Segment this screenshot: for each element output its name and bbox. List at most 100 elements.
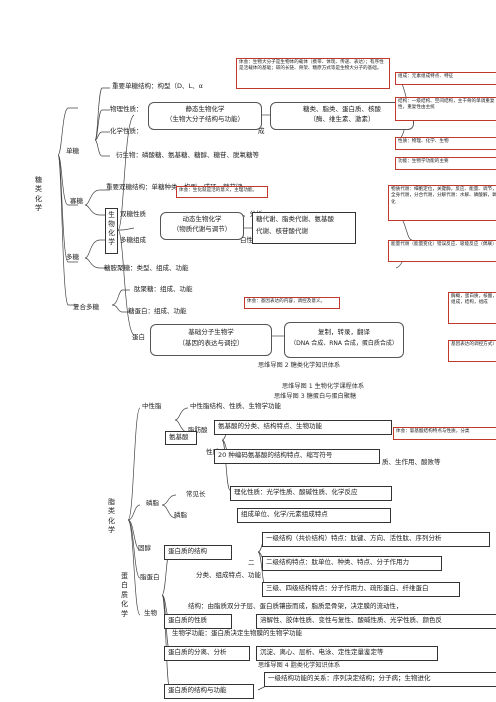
node-monosaccharide: 单糖 xyxy=(66,147,79,155)
dynamic-content-line1: 糖代谢、脂类代谢、氨基酸 xyxy=(256,215,334,223)
node-neutral-fat: 中性脂 xyxy=(142,402,162,410)
amino-acid-classification-box: 氨基酸的分类、结构特点、生物功能 xyxy=(214,420,392,435)
lipid-chem-label: 脂类化学 xyxy=(108,498,115,535)
node-biofilm: 生物 xyxy=(144,609,157,617)
molecular-biology-box: 基础分子生物学 （基因的表达与调控） xyxy=(150,324,272,356)
oligo-disaccharide: 重要双糖结构：单糖种类、构型、成环、糖苷键 xyxy=(106,183,243,191)
dynamic-content-line2: 代谢、核苷酸代谢 xyxy=(256,227,308,235)
node-phospholipid: 磷脂 xyxy=(146,499,159,507)
structure-function-label: 蛋白质的结构与功能 xyxy=(168,686,227,694)
membrane-function-text: 生物学功能：蛋白质决定生物膜的生物学功能 xyxy=(172,629,302,637)
dynamic-biochem-box: 动态生物化学 （物质代谢与调节） xyxy=(160,212,244,240)
mono-chemical: 化学性质： xyxy=(110,127,143,135)
side-note-enzyme: 酶概，蛋白质，核酸，组成，结构，组成 xyxy=(448,292,496,324)
aa-note: 体会：氨基酸结构特点与性质，分类 xyxy=(393,427,496,440)
aa20-box: 20 种编码氨基酸的结构特点、缩写符号 xyxy=(214,449,380,464)
protein-property-box: 蛋白质的性质 xyxy=(164,614,232,629)
note-top: 体会：生物大分子是生物体的载体（携带、体现、传递、表达）；有序性是活载体的基础；… xyxy=(236,58,390,89)
static-content-line1: 糖类、脂类、蛋白质、核酸 xyxy=(303,105,381,113)
molecular-subtitle: （基因的表达与调控） xyxy=(178,339,244,347)
node-complex-polysaccharide: 复合多糖 xyxy=(73,303,99,311)
side-note-metabolism: 物质代谢：细胞定位，关键酶，反应、能量、调节，全身代谢，分合代谢，分解代谢：水解… xyxy=(388,185,496,221)
static-content-box: 糖类、脂类、蛋白质、核酸 （酶、维生素、激素） xyxy=(270,102,414,130)
node-fatty-acid: 脂肪酸 xyxy=(188,426,208,434)
bio-vertical-label: 生物化学 xyxy=(108,211,115,246)
side-note-energy: 能量代谢（能量变化）错误反应、吸能反应（偶联） xyxy=(388,240,496,262)
node-polysaccharide: 多糖 xyxy=(66,253,79,261)
bio-vertical-box: 生物化学 xyxy=(105,208,118,254)
separation-items-text: 沉淀、离心、层析、电泳、定性定量鉴定等 xyxy=(260,648,384,656)
aa-classification-text: 氨基酸的分类、结构特点、生物功能 xyxy=(218,422,322,430)
complex-protein-prefix: 蛋白 xyxy=(132,333,145,341)
mono-derivatives: 衍生物：磷酸糖、氨基糖、糖醇、糖苷、脱氧糖等 xyxy=(116,151,259,159)
protein-property-label: 蛋白质的性质 xyxy=(168,616,207,624)
lipoprotein-items: 分类、组成特点、功能 xyxy=(196,571,261,579)
mono-chemical-tail: 成 xyxy=(258,127,265,135)
tertiary-structure-text: 三级、四级结构特点：分子作用力、疏形蛋白、纤维蛋白 xyxy=(266,584,429,592)
aa-physchem-box: 理化性质：光学性质、酸碱性质、化学反应 xyxy=(230,486,392,501)
side-note-function: 功能：生物学功能的主要 xyxy=(395,157,496,170)
amino-acid-label: 氨基酸 xyxy=(169,433,189,441)
molecular-content-line2: （DNA 合成、RNA 合成，蛋白质合成） xyxy=(290,340,398,347)
mono-physical: 物理性质： xyxy=(110,105,143,113)
protein-structure-label: 蛋白质的结构 xyxy=(168,547,207,555)
molecular-content-box: 复制，转录，翻译 （DNA 合成、RNA 合成，蛋白质合成） xyxy=(284,322,404,358)
caption-mindmap-3: 思维导图 3 糖蛋白与蛋白聚糖 xyxy=(274,393,357,400)
sf-items-text: 一级结构功能的关系：序列决定结构；分子病；生物进化 xyxy=(268,674,431,682)
aa-property-prefix: 性质 xyxy=(206,448,219,456)
protein-structure-box: 蛋白质的结构 xyxy=(164,545,232,560)
dynamic-content-box: 糖代谢、脂类代谢、氨基酸 代谢、核苷酸代谢 xyxy=(252,212,356,244)
composition-text: 组成单位、化学/元素组成特点 xyxy=(241,510,328,518)
protein-chem-label: 蛋白质化学 xyxy=(121,572,128,618)
tertiary-structure-box: 三级、四级结构特点：分子作用力、疏形蛋白、纤维蛋白 xyxy=(262,582,460,597)
aa-physchem-text: 理化性质：光学性质、酸碱性质、化学反应 xyxy=(234,488,358,496)
sf-items-box: 一级结构功能的关系：序列决定结构；分子病；生物进化 xyxy=(264,672,496,687)
node-lipoprotein: 脂蛋白 xyxy=(140,573,160,581)
side-note-gene: 基因表达的调控方式） xyxy=(448,340,496,362)
aa-tail: 质、生作用、酸败等 xyxy=(382,458,441,466)
complex-glycoprotein: 糖蛋白：组成、功能 xyxy=(128,307,187,315)
static-biochem-box: 静态生物化学 （生物大分子结构与功能） xyxy=(148,102,262,130)
node-oligosaccharide: 寡糖 xyxy=(70,197,83,205)
molecular-content-line1: 复制，转录，翻译 xyxy=(318,328,370,336)
amino-acid-box: 氨基酸 xyxy=(165,431,197,445)
poly-glycan: 糖胺聚糖：类型、组成、功能 xyxy=(104,264,189,272)
composition-box: 组成单位、化学/元素组成特点 xyxy=(237,508,391,523)
root-topic: 糖类化学 xyxy=(35,176,42,213)
primary-structure-text: 一级结构（共价结构）特点：肽键、方向、活性肽、序列分析 xyxy=(266,534,442,542)
static-content-line2: （酶、维生素、激素） xyxy=(309,115,375,123)
secondary-prefix: 二 xyxy=(248,559,255,567)
separation-label: 蛋白质的分离、分析 xyxy=(168,648,227,656)
caption-mindmap-4: 思维导图 4 脂类化学知识体系 xyxy=(258,662,341,669)
common-tail: 磷脂 xyxy=(174,511,187,519)
primary-structure-box: 一级结构（共价结构）特点：肽键、方向、活性肽、序列分析 xyxy=(262,532,490,547)
caption-mindmap-2: 思维导图 2 糖类化学知识体系 xyxy=(258,362,341,369)
secondary-structure-box: 二级结构特点：肽单位、种类、特点、分子作用力 xyxy=(262,556,442,571)
molecular-title: 基础分子生物学 xyxy=(188,328,234,336)
property-items-text: 溶解性、胶体性质、变性与复性、酸碱性质、光学性质、颜色反 xyxy=(260,616,442,624)
membrane-structure-text: 结构：由脂质双分子层、蛋白质镶嵌而成，脂质是骨架，决定膜的流动性， xyxy=(188,602,403,610)
side-note-property: 性质：物理、化学、生物 xyxy=(395,137,496,150)
structure-function-box: 蛋白质的结构与功能 xyxy=(164,684,254,699)
property-items-box: 溶解性、胶体性质、变性与复性、酸碱性质、光学性质、颜色反 xyxy=(256,614,496,629)
mono-structure: 重要单糖结构：构型（D、L、α xyxy=(112,82,203,90)
note-dynamic: 体会：生化就是活的意义，主理功能。 xyxy=(176,186,268,198)
oligo-many-trail: 多糖组成 xyxy=(120,236,146,244)
dynamic-subtitle: （物质代谢与调节） xyxy=(172,225,232,233)
separation-items-box: 沉淀、离心、层析、电泳、定性定量鉴定等 xyxy=(256,646,438,661)
side-note-structure: 结构：一级结构、空间结构，主干骨的单调重复性，重复性由主统 xyxy=(395,97,496,121)
note-molecular: 体会：基因表达的内容，调控及意义。 xyxy=(244,297,340,309)
side-note-composition: 组成：元素组成特点、特征 xyxy=(395,72,496,85)
static-title: 静态生物化学 xyxy=(185,105,225,113)
oligo-double-trail: 双糖性质 xyxy=(120,210,146,218)
complex-peptidoglycan: 肽聚糖：组成、功能 xyxy=(134,285,193,293)
dynamic-title: 动态生物化学 xyxy=(182,215,222,223)
aa20-text: 20 种编码氨基酸的结构特点、缩写符号 xyxy=(218,451,333,459)
secondary-structure-text: 二级结构特点：肽单位、种类、特点、分子作用力 xyxy=(266,558,409,566)
common-pl-label: 常见长 xyxy=(186,490,206,498)
caption-mindmap-1: 思维导图 1 生物化学课程体系 xyxy=(282,383,365,390)
neutral-fat-items: 中性脂结构、性质、生物学功能 xyxy=(190,402,281,410)
separation-box: 蛋白质的分离、分析 xyxy=(164,646,250,661)
static-subtitle: （生物大分子结构与功能） xyxy=(166,115,244,123)
node-sterol: 固醇 xyxy=(138,544,151,552)
